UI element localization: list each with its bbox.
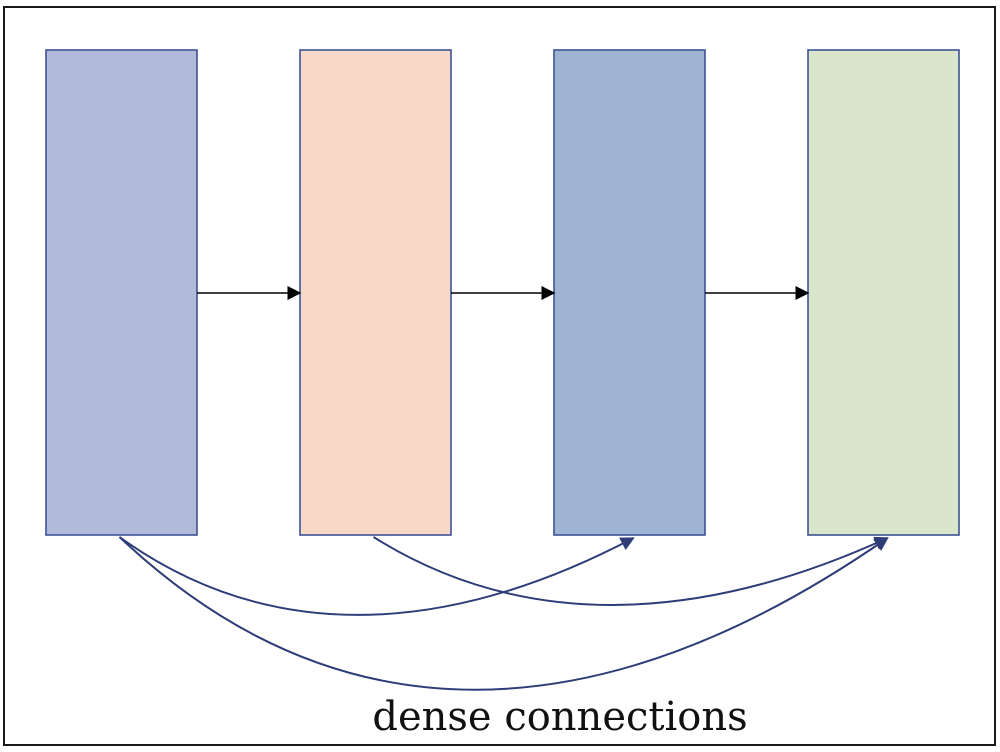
dense-connections-layer — [118, 536, 889, 691]
block-4 — [807, 49, 960, 536]
diagram-frame — [3, 6, 996, 746]
dense-arrow-2-4 — [372, 536, 889, 606]
diagram-caption: dense connections — [372, 694, 747, 740]
dense-arrow-1-3 — [118, 536, 635, 616]
blocks-layer — [45, 49, 960, 536]
block-1 — [45, 49, 198, 536]
block-2 — [299, 49, 452, 536]
block-3 — [553, 49, 706, 536]
dense-arrow-1-4 — [118, 536, 889, 691]
